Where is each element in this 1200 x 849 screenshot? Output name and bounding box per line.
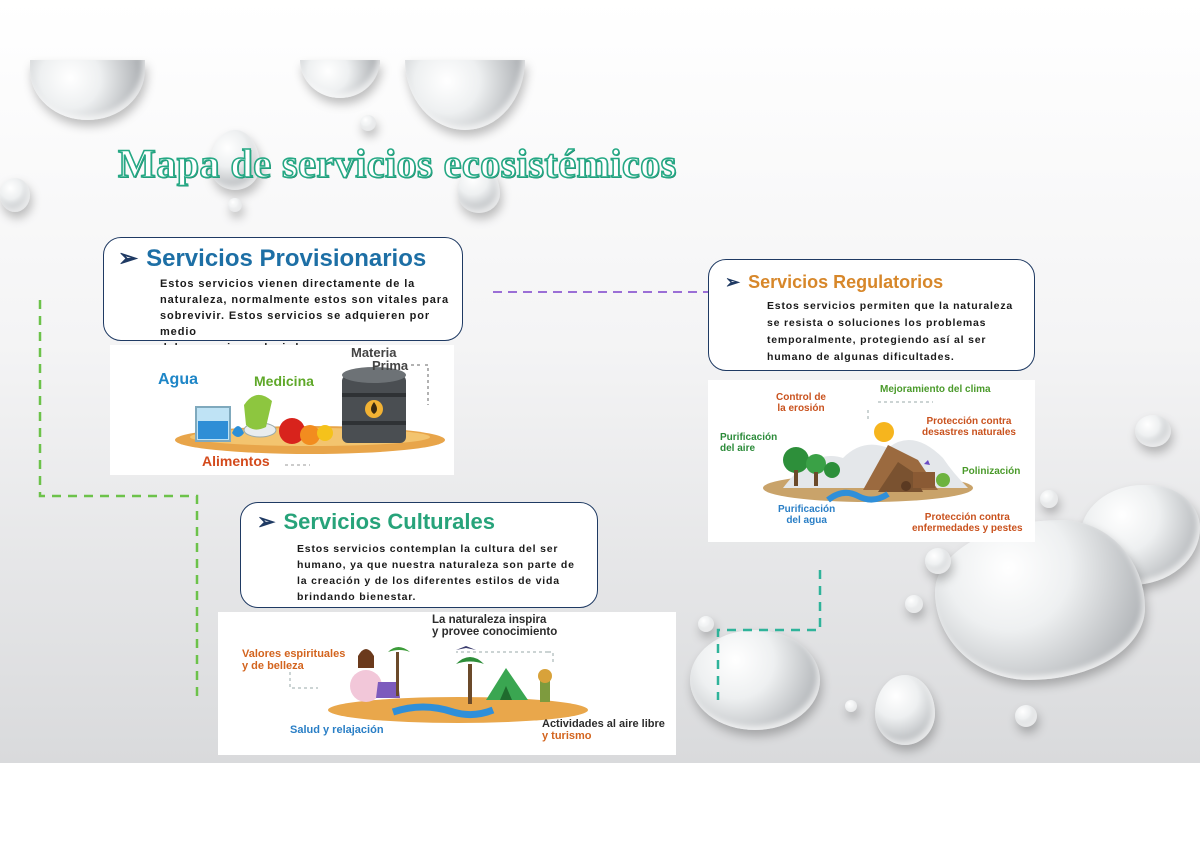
- cultural-illustration-graphic: [289, 646, 588, 723]
- label-materia: Materia: [351, 345, 397, 360]
- water-drop: [698, 616, 714, 632]
- provisioning-box: ➢ Servicios Provisionarios Estos servicio…: [103, 237, 463, 354]
- desc-line: sobrevivir. Estos servicios se adquieren…: [160, 310, 431, 338]
- regulatory-heading-text: Servicios Regulatorios: [748, 272, 944, 292]
- water-drop: [935, 520, 1145, 680]
- label-mejoramiento-clima: Mejoramiento del clima: [880, 384, 991, 395]
- provisioning-heading-text: Servicios Provisionarios: [146, 245, 427, 272]
- slide: Mapa de servicios ecosistémicos ➢ Servici…: [0, 0, 1200, 763]
- desc-line: humano de algunas dificultades.: [767, 351, 955, 363]
- water-drop: [905, 595, 923, 613]
- label-salud-relajacion: Salud y relajación: [290, 724, 384, 736]
- label-line: Actividades al aire libre: [542, 718, 665, 730]
- label-line: Purificación: [778, 504, 836, 515]
- label-alimentos: Alimentos: [202, 453, 270, 469]
- water-drop: [1135, 415, 1171, 447]
- arrow-bullet-icon: ➢: [257, 509, 276, 534]
- label-line: enfermedades y pestes: [912, 523, 1023, 534]
- label-polinizacion: Polinización: [962, 466, 1021, 477]
- water-drop: [405, 60, 525, 130]
- label-line: y turismo: [542, 730, 592, 742]
- cultural-heading: ➢ Servicios Culturales: [257, 509, 495, 535]
- label-proteccion-desastres: Protección contra desastres naturales: [922, 416, 1016, 438]
- label-agua: Agua: [158, 371, 198, 388]
- label-valores-espirituales: Valores espirituales y de belleza: [242, 648, 345, 672]
- regulatory-illustration: Control de la erosión Mejoramiento del c…: [708, 380, 1035, 542]
- desc-line: naturaleza, normalmente estos son vitale…: [160, 294, 449, 306]
- arrow-bullet-icon: ➢: [725, 272, 741, 292]
- regulatory-heading: ➢ Servicios Regulatorios: [725, 272, 943, 293]
- label-line: Valores espirituales: [242, 648, 346, 660]
- water-drop: [30, 60, 145, 120]
- desc-line: la creación y de los diferentes estilos …: [297, 575, 560, 587]
- label-proteccion-plagas: Protección contra enfermedades y pestes: [912, 512, 1023, 534]
- water-drop: [210, 130, 260, 190]
- regulatory-box: ➢ Servicios Regulatorios Estos servicios …: [708, 259, 1035, 371]
- provisioning-illustration-graphic: [175, 364, 445, 466]
- label-prima: Prima: [372, 358, 409, 373]
- desc-line: Estos servicios permiten que la naturale…: [767, 300, 1014, 312]
- desc-line: Estos servicios vienen directamente de l…: [160, 278, 416, 290]
- water-drop: [0, 178, 30, 212]
- desc-line: Estos servicios contemplan la cultura de…: [297, 543, 559, 555]
- label-line: La naturaleza inspira: [432, 614, 547, 626]
- water-drop: [360, 115, 376, 131]
- cultural-description: Estos servicios contemplan la cultura de…: [297, 541, 595, 605]
- label-purificacion-agua: Purificación del agua: [778, 504, 835, 526]
- cultural-heading-text: Servicios Culturales: [283, 509, 495, 534]
- page-title: Mapa de servicios ecosistémicos: [117, 140, 677, 187]
- label-actividades-aire-libre: Actividades al aire libre y turismo: [542, 718, 665, 742]
- arrow-bullet-icon: ➢: [118, 245, 139, 272]
- desc-line: brindando bienestar.: [297, 591, 417, 603]
- label-line: del aire: [720, 443, 756, 454]
- label-line: desastres naturales: [922, 427, 1016, 438]
- water-drop: [1015, 705, 1037, 727]
- cultural-illustration: La naturaleza inspira y provee conocimie…: [218, 612, 676, 755]
- label-line: Protección contra: [926, 416, 1012, 427]
- provisioning-heading: ➢ Servicios Provisionarios: [118, 244, 426, 273]
- water-drop: [228, 198, 242, 212]
- water-drop: [875, 675, 935, 745]
- water-drop: [690, 630, 820, 730]
- regulatory-illustration-graphic: [763, 401, 973, 503]
- water-drop: [845, 700, 857, 712]
- water-drop: [1040, 490, 1058, 508]
- cultural-box: ➢ Servicios Culturales Estos servicios co…: [240, 502, 598, 608]
- desc-line: humano, ya que nuestra naturaleza son pa…: [297, 559, 575, 571]
- label-line: del agua: [786, 515, 827, 526]
- water-drop: [300, 60, 380, 98]
- label-purificacion-aire: Purificación del aire: [720, 432, 777, 454]
- provisioning-illustration: Agua Medicina Materia Prima Alimentos: [110, 345, 454, 475]
- provisioning-description: Estos servicios vienen directamente de l…: [160, 276, 456, 356]
- regulatory-description: Estos servicios permiten que la naturale…: [767, 298, 1032, 366]
- label-line: Purificación: [720, 432, 778, 443]
- water-drop: [925, 548, 951, 574]
- label-line: y provee conocimiento: [432, 626, 558, 638]
- desc-line: se resista o soluciones los problemas: [767, 317, 987, 329]
- label-line: y de belleza: [242, 660, 304, 672]
- label-line: la erosión: [777, 403, 825, 414]
- label-control-erosion: Control de la erosión: [776, 392, 826, 414]
- desc-line: temporalmente, protegiendo así al ser: [767, 334, 987, 346]
- label-line: Control de: [776, 392, 826, 403]
- label-medicina: Medicina: [254, 373, 314, 389]
- water-drop: [458, 165, 500, 213]
- label-line: Protección contra: [924, 512, 1010, 523]
- label-naturaleza-inspira: La naturaleza inspira y provee conocimie…: [432, 614, 557, 638]
